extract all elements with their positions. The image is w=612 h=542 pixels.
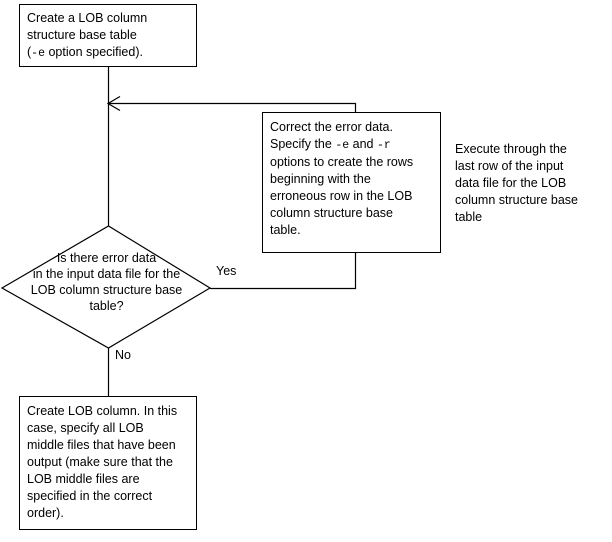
node-correct-error-data[interactable]: Correct the error data. Specify the -e a… (262, 112, 441, 253)
node-create-base-table[interactable]: Create a LOB column structure base table… (19, 4, 197, 67)
annotation-loop-note: Execute through the last row of the inpu… (455, 142, 578, 224)
edge-label-no: No (115, 348, 131, 362)
connector-yes-branch (210, 252, 357, 290)
node-create-base-table-label: Create a LOB column structure base table… (27, 11, 148, 60)
decision-diamond-shape (0, 225, 212, 349)
node-create-lob-column[interactable]: Create LOB column. In this case, specify… (19, 396, 197, 530)
node-create-lob-column-label: Create LOB column. In this case, specify… (27, 404, 178, 520)
connector-loop-back (109, 102, 357, 112)
arrowhead-loop-back-icon (106, 95, 121, 112)
node-correct-error-data-label: Correct the error data. Specify the -e a… (270, 120, 414, 237)
edge-label-yes: Yes (216, 264, 237, 278)
node-decision-error-data-label: Is there error data in the input data fi… (30, 251, 183, 313)
